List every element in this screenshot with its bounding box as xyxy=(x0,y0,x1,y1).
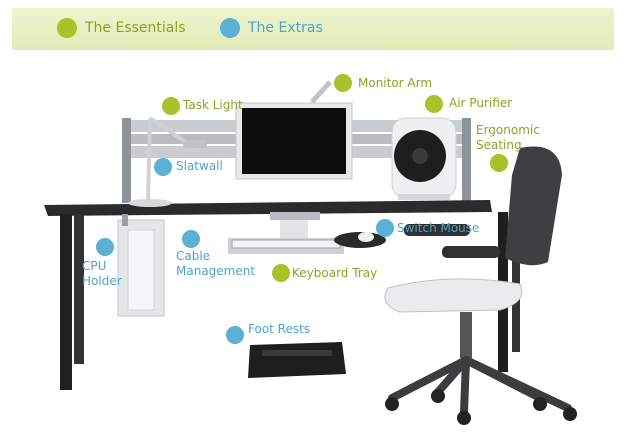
foot-rests-label: Foot Rests xyxy=(248,322,311,336)
air-purifier-label: Air Purifier xyxy=(449,96,513,110)
cpu-holder-label-line2: Holder xyxy=(82,274,122,288)
blue-dot-icon xyxy=(154,158,172,176)
cable-management-label-line1: Cable xyxy=(176,249,211,263)
blue-dot-icon xyxy=(220,18,240,38)
ergonomic-seating-label-line1: Ergonomic xyxy=(476,123,540,137)
ergonomic-seating-label-line2: Seating xyxy=(476,138,522,152)
green-dot-icon xyxy=(425,95,443,113)
monitor-arm-label: Monitor Arm xyxy=(358,76,433,90)
legend-essentials-label: The Essentials xyxy=(85,20,186,36)
task-light-lamp xyxy=(128,116,207,207)
cpu-holder-unit xyxy=(117,214,165,317)
legend-extras-label: The Extras xyxy=(248,20,323,36)
foot-rest-unit xyxy=(248,342,346,378)
green-dot-icon xyxy=(162,97,180,115)
keyboard-tray-label: Keyboard Tray xyxy=(292,266,378,280)
cable-management-label-line2: Management xyxy=(176,264,256,278)
keyboard-tray-mechanism xyxy=(228,212,386,254)
blue-dot-icon xyxy=(96,238,114,256)
blue-dot-icon xyxy=(182,230,200,248)
air-purifier-device xyxy=(391,117,457,200)
computer-monitor xyxy=(235,102,353,180)
legend-essentials: The Essentials xyxy=(57,18,186,38)
ergonomic-chair xyxy=(384,146,577,425)
green-dot-icon xyxy=(57,18,77,38)
blue-dot-icon xyxy=(226,326,244,344)
slatwall-label: Slatwall xyxy=(176,159,223,173)
legend-bar: The Essentials The Extras xyxy=(12,8,614,50)
green-dot-icon xyxy=(272,264,290,282)
task-light-label: Task Light xyxy=(183,98,243,112)
blue-dot-icon xyxy=(376,219,394,237)
cpu-holder-label-line1: CPU xyxy=(82,259,107,273)
switch-mouse-label: Switch Mouse xyxy=(397,221,480,235)
legend-extras: The Extras xyxy=(220,18,323,38)
green-dot-icon xyxy=(490,154,508,172)
green-dot-icon xyxy=(334,74,352,92)
